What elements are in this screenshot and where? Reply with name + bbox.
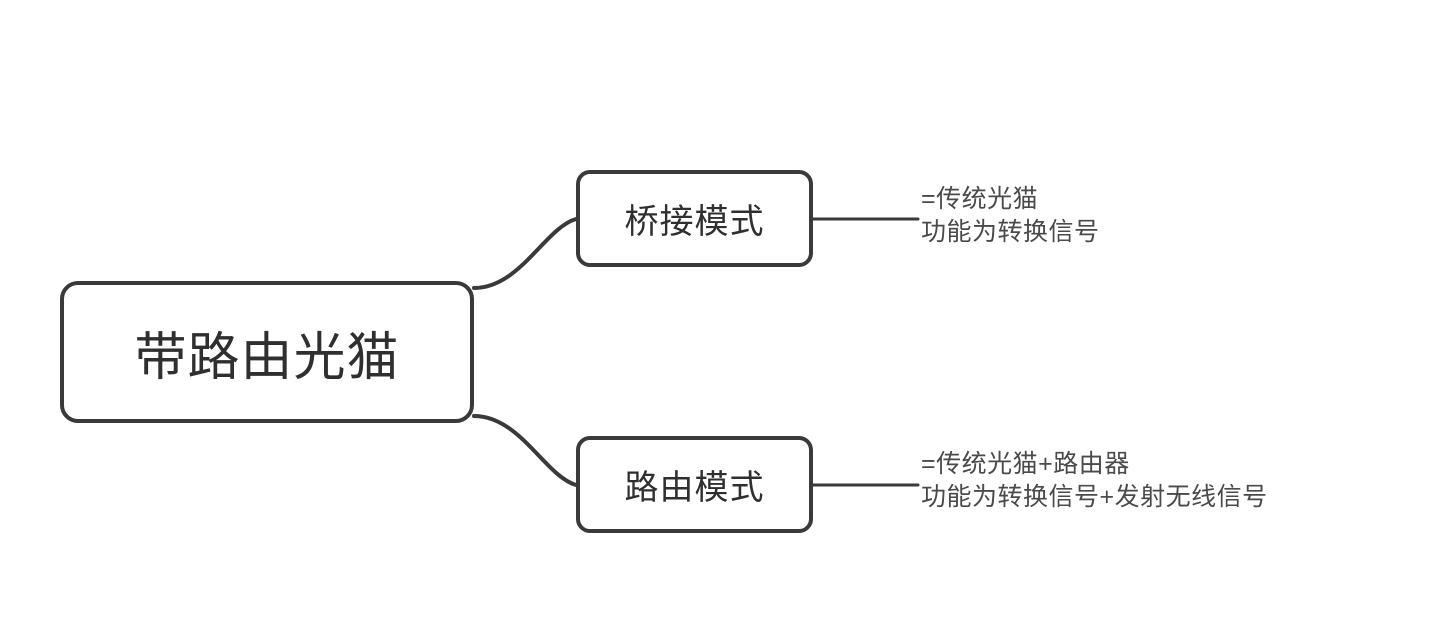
root-node[interactable]: 带路由光猫 bbox=[60, 281, 474, 423]
branch-node-bridge-label: 桥接模式 bbox=[624, 203, 765, 241]
leaf-text-bridge[interactable]: =传统光猫 功能为转换信号 bbox=[921, 183, 1100, 249]
connector-root-to-bridge bbox=[472, 217, 578, 290]
leaf-text-bridge-line-2: 功能为转换信号 bbox=[921, 218, 1100, 246]
branch-node-router-label: 路由模式 bbox=[624, 469, 765, 507]
branch-node-router[interactable]: 路由模式 bbox=[576, 436, 813, 533]
leaf-text-router[interactable]: =传统光猫+路由器 功能为转换信号+发射无线信号 bbox=[921, 448, 1268, 514]
connector-root-to-router bbox=[472, 414, 578, 487]
leaf-text-router-line-1: =传统光猫+路由器 bbox=[921, 450, 1130, 478]
branch-node-bridge[interactable]: 桥接模式 bbox=[576, 170, 813, 267]
leaf-text-router-line-2: 功能为转换信号+发射无线信号 bbox=[921, 483, 1268, 511]
root-node-label: 带路由光猫 bbox=[134, 328, 400, 387]
leaf-text-bridge-line-1: =传统光猫 bbox=[921, 185, 1039, 213]
